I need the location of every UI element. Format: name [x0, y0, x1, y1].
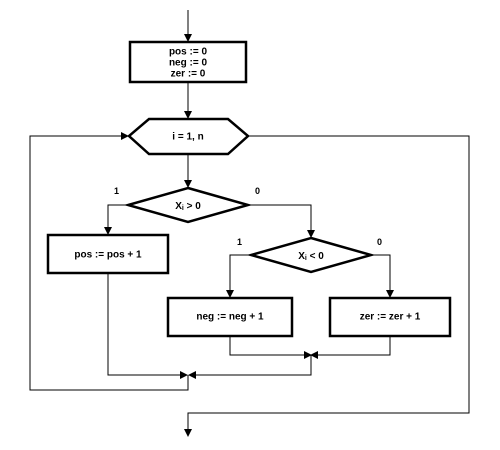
pos-merge-line [107, 273, 182, 376]
cond2-true-line [229, 254, 251, 290]
cond2-false-line [371, 254, 391, 290]
loop-label: i = 1, n [172, 132, 203, 143]
zer-increment-text: zer := zer + 1 [360, 312, 421, 323]
inner-merge-down-line [194, 355, 312, 376]
exit-arrowhead [184, 429, 192, 437]
condition-negative-false-label: 0 [377, 237, 382, 247]
inner-merge-arrowhead [188, 371, 196, 379]
init-pos-text: pos := 0 [169, 47, 208, 58]
condition-negative-true-label: 1 [237, 237, 242, 247]
neg-increment-block [166, 296, 294, 338]
neg-merge-line [229, 336, 306, 356]
condition-positive-false-label: 0 [255, 186, 260, 196]
init-to-loop-arrowhead [184, 111, 192, 119]
cond1-false-line [248, 204, 312, 232]
cond2-true-arrowhead [226, 290, 234, 298]
cond1-true-line [107, 204, 128, 228]
condition-positive-true-label: 1 [114, 186, 119, 196]
condition-positive-text: Xi > 0 [175, 201, 201, 212]
condition-negative-text: Xi < 0 [298, 251, 324, 262]
zer-merge-line [316, 336, 391, 356]
init-neg-text: neg := 0 [169, 58, 208, 69]
zer-merge-arrowhead [310, 351, 318, 359]
pos-increment-block [46, 233, 170, 275]
neg-increment-text: neg := neg + 1 [196, 312, 264, 323]
loop-to-cond1-arrowhead [184, 180, 192, 188]
pos-merge-arrowhead [180, 371, 188, 379]
cond2-false-arrowhead [386, 290, 394, 298]
loop-back-line [29, 135, 189, 391]
cond1-false-arrowhead [307, 230, 315, 238]
condition-positive-diamond [123, 186, 253, 224]
zer-increment-block [328, 296, 452, 338]
loop-exit-line [187, 135, 470, 430]
init-zer-text: zer := 0 [171, 69, 206, 80]
neg-merge-arrowhead [304, 351, 312, 359]
pos-increment-text: pos := pos + 1 [74, 250, 142, 261]
init-block [128, 40, 248, 84]
entry-arrowhead [184, 34, 192, 42]
condition-negative-diamond [246, 236, 376, 274]
loop-back-arrowhead [121, 132, 129, 140]
cond1-true-arrowhead [104, 227, 112, 235]
